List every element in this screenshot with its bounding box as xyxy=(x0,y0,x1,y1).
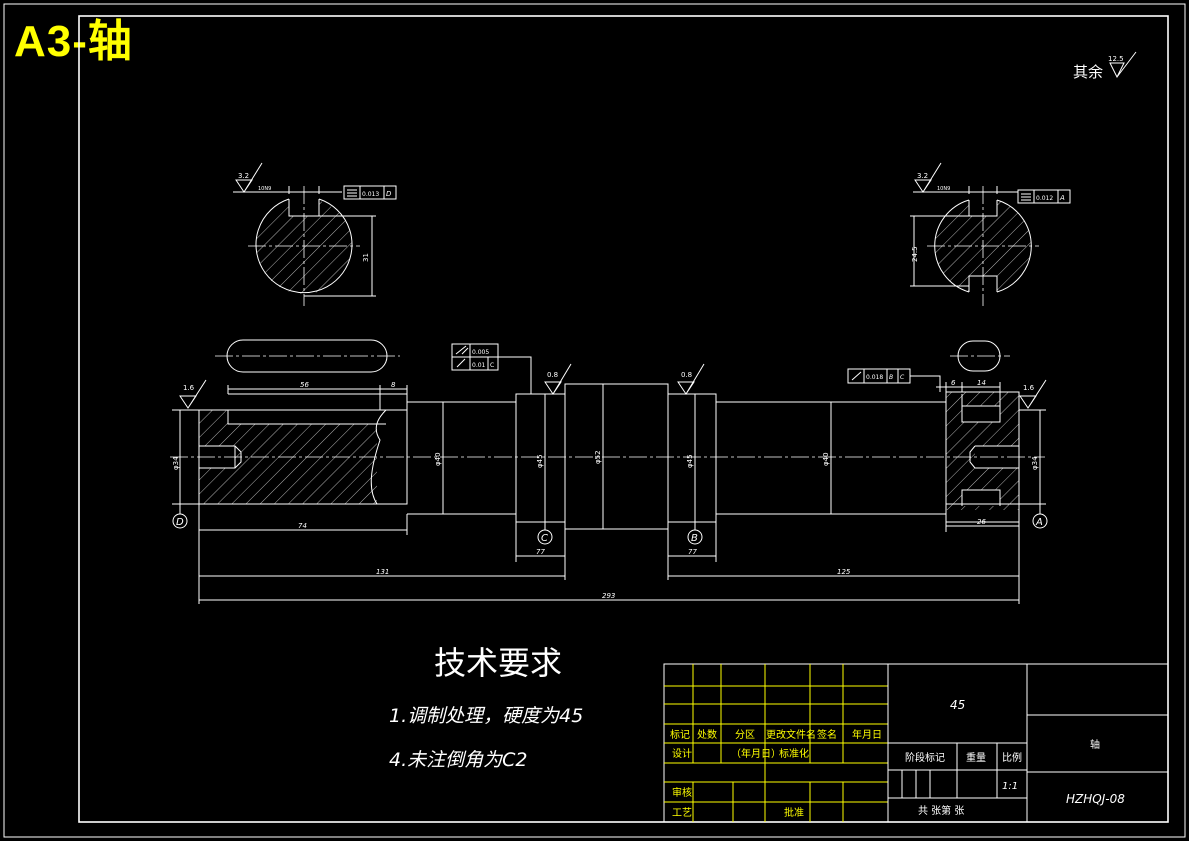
inner-border xyxy=(78,15,1169,823)
svg-text:技术要求: 技术要求 xyxy=(434,644,562,682)
title-block: 标记 处数 分区 更改文件名 签名 年月日 设计 （年月日） 标准化 审核 工艺… xyxy=(663,663,1169,823)
drawing-heading: A3-轴 xyxy=(14,17,133,66)
svg-text:工艺: 工艺 xyxy=(672,807,692,819)
svg-text:设计: 设计 xyxy=(672,747,692,760)
svg-text:共 张第 张: 共 张第 张 xyxy=(918,804,964,817)
svg-text:签名: 签名 xyxy=(817,728,837,741)
svg-text:74: 74 xyxy=(298,522,307,530)
technical-requirements: 技术要求 1.调制处理，硬度为45 4.未注倒角为C2 xyxy=(389,644,583,771)
svg-text:φ34: φ34 xyxy=(1031,456,1039,470)
svg-text:1.调制处理，硬度为45: 1.调制处理，硬度为45 xyxy=(389,705,583,727)
svg-text:56: 56 xyxy=(300,381,309,389)
svg-text:3.2: 3.2 xyxy=(238,172,249,180)
svg-text:C: C xyxy=(900,374,905,381)
svg-text:24.5: 24.5 xyxy=(911,246,919,262)
svg-text:B: B xyxy=(691,533,698,544)
svg-text:φ45: φ45 xyxy=(536,454,544,468)
svg-text:45: 45 xyxy=(950,698,965,712)
svg-text:φ40: φ40 xyxy=(822,452,830,466)
svg-text:审核: 审核 xyxy=(672,786,692,799)
svg-text:φ52: φ52 xyxy=(594,450,602,464)
shaft-main-view xyxy=(170,383,1045,530)
svg-text:C: C xyxy=(541,533,548,544)
svg-text:HZHQJ-08: HZHQJ-08 xyxy=(1066,792,1125,806)
svg-text:A: A xyxy=(1059,194,1065,202)
roughness-symbols: 1.6 0.8 0.8 1.6 xyxy=(179,363,1047,409)
outer-border xyxy=(3,3,1186,838)
svg-text:0.012: 0.012 xyxy=(1036,195,1053,202)
datum-markers: D C B A xyxy=(172,504,1048,545)
svg-text:0.8: 0.8 xyxy=(681,371,692,379)
length-dimensions: 56 8 74 77 131 77 125 293 6 14 26 xyxy=(198,379,1020,604)
tolerance-frame-right: 0.018 B C xyxy=(847,368,941,392)
svg-text:0.005: 0.005 xyxy=(472,349,489,356)
svg-text:D: D xyxy=(386,190,392,198)
svg-text:0.013: 0.013 xyxy=(362,191,379,198)
svg-text:处数: 处数 xyxy=(697,728,717,741)
svg-text:3.2: 3.2 xyxy=(917,172,928,180)
svg-text:6: 6 xyxy=(951,379,956,387)
svg-text:31: 31 xyxy=(362,253,370,262)
svg-text:C: C xyxy=(490,362,494,369)
svg-text:φ40: φ40 xyxy=(434,452,442,466)
svg-text:77: 77 xyxy=(536,548,545,556)
svg-text:131: 131 xyxy=(376,568,389,576)
svg-text:标记: 标记 xyxy=(670,729,690,741)
svg-text:D: D xyxy=(176,517,184,528)
svg-text:14: 14 xyxy=(977,379,986,387)
svg-text:标准化: 标准化 xyxy=(779,747,809,760)
svg-text:比例: 比例 xyxy=(1002,751,1022,764)
svg-text:0.01: 0.01 xyxy=(472,362,486,369)
svg-text:轴: 轴 xyxy=(1090,738,1100,751)
svg-text:B: B xyxy=(889,374,893,381)
svg-text:1.6: 1.6 xyxy=(1023,384,1035,392)
diameter-dimensions: φ34 φ40 φ45 φ52 φ45 φ40 φ34 xyxy=(172,384,1046,529)
svg-text:8: 8 xyxy=(391,381,396,389)
svg-text:φ45: φ45 xyxy=(686,454,694,468)
svg-text:更改文件名: 更改文件名 xyxy=(766,728,816,741)
svg-text:26: 26 xyxy=(977,518,986,526)
svg-text:重量: 重量 xyxy=(966,751,986,764)
svg-text:φ34: φ34 xyxy=(172,456,180,470)
tolerance-frame-left: 0.005 0.01 C xyxy=(451,343,532,394)
section-left: 31 3.2 10N9 0.013 D xyxy=(233,162,397,306)
svg-text:10N9: 10N9 xyxy=(258,186,271,192)
svg-text:年月日: 年月日 xyxy=(852,728,882,741)
svg-text:A: A xyxy=(1035,517,1043,528)
svg-text:1:1: 1:1 xyxy=(1002,781,1018,792)
svg-text:12.5: 12.5 xyxy=(1108,55,1124,63)
section-right: 24.5 3.2 10N9 0.012 A xyxy=(910,162,1071,306)
svg-text:4.未注倒角为C2: 4.未注倒角为C2 xyxy=(389,749,527,771)
surface-roughness-rest: 其余 12.5 xyxy=(1073,51,1137,81)
svg-text:10N9: 10N9 xyxy=(937,186,950,192)
svg-text:阶段标记: 阶段标记 xyxy=(905,751,945,764)
svg-text:293: 293 xyxy=(602,592,615,600)
svg-text:0.018: 0.018 xyxy=(866,374,883,381)
svg-text:（年月日）: （年月日） xyxy=(731,747,781,760)
svg-text:1.6: 1.6 xyxy=(183,384,195,392)
svg-text:77: 77 xyxy=(688,548,697,556)
svg-text:分区: 分区 xyxy=(735,729,755,741)
svg-text:其余: 其余 xyxy=(1073,63,1103,81)
svg-text:批准: 批准 xyxy=(784,806,804,819)
svg-text:0.8: 0.8 xyxy=(547,371,558,379)
svg-text:125: 125 xyxy=(837,568,851,576)
